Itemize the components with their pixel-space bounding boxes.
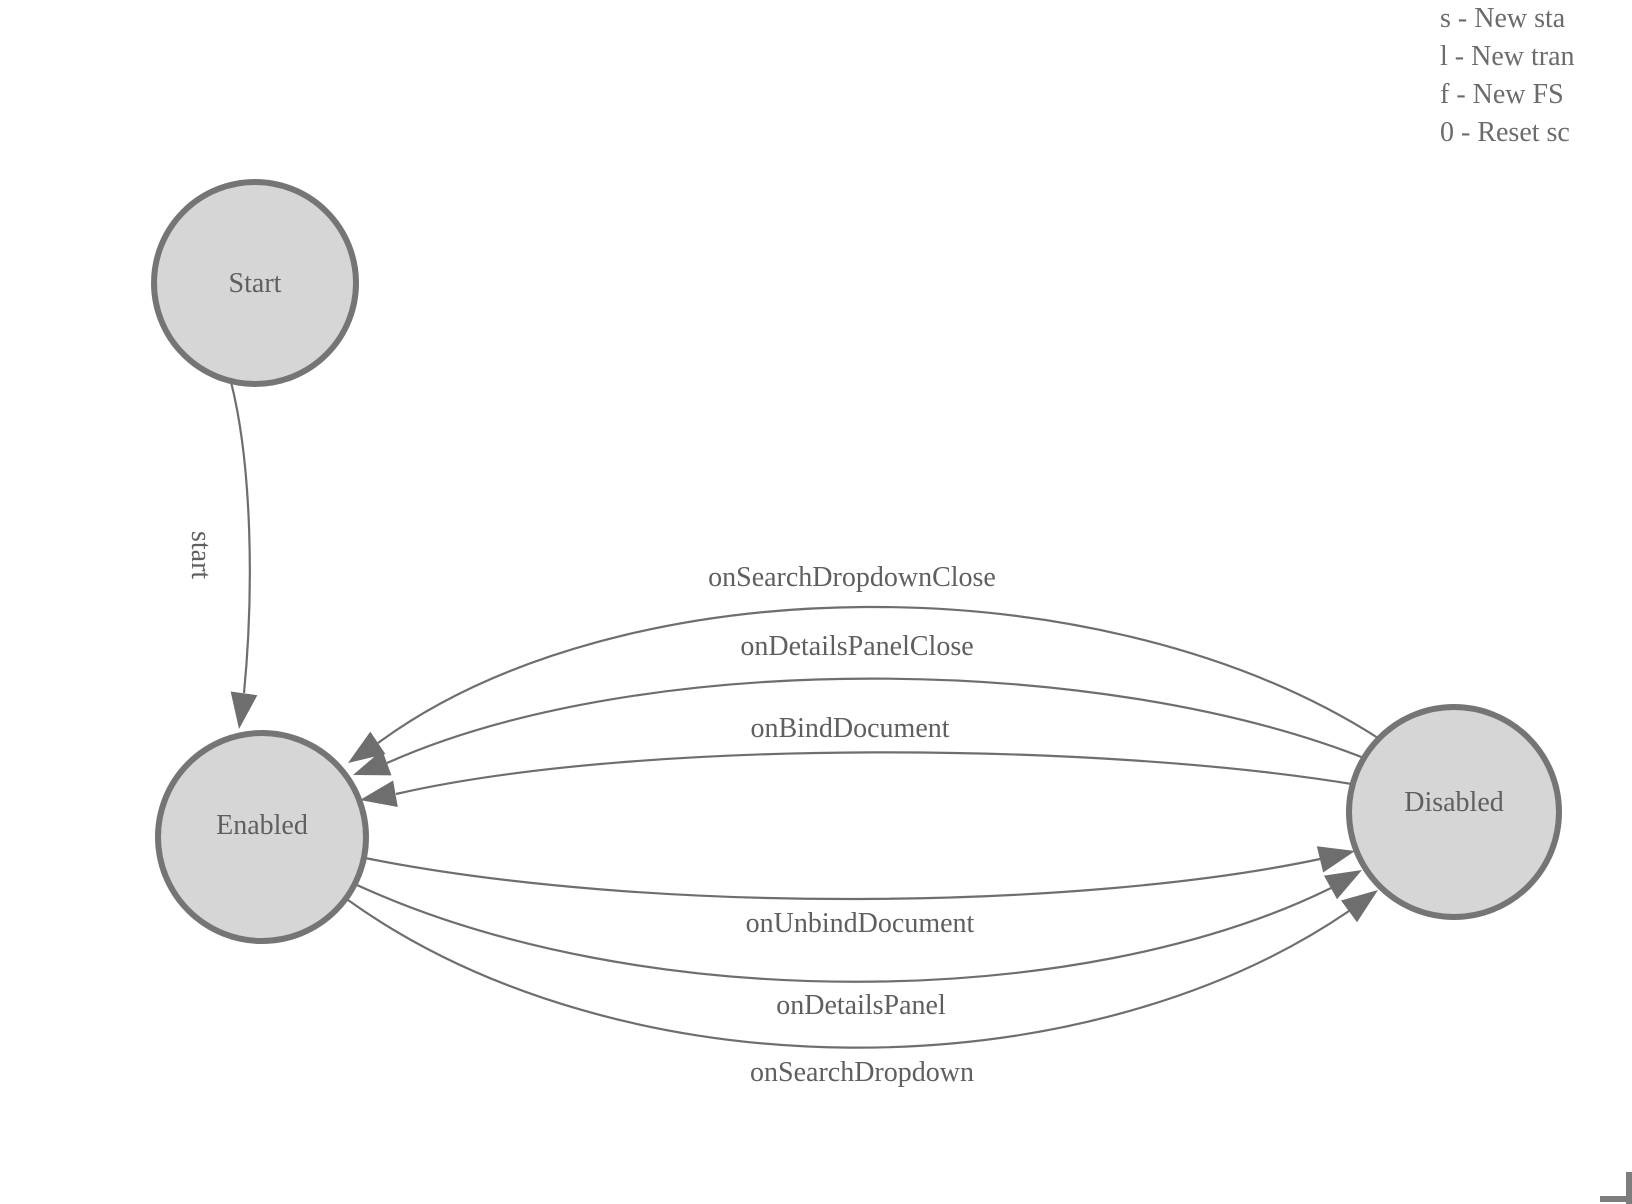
arrowhead-ondetailspanel (1323, 870, 1362, 900)
arrowhead-ondetailspanelclose (353, 750, 392, 776)
edge-label-onbinddocument[interactable]: onBindDocument (750, 713, 949, 744)
shortcut-help-line: l - New tran (1440, 41, 1575, 72)
state-label-start[interactable]: Start (229, 268, 282, 299)
edge-label-ondetailspanelclose[interactable]: onDetailsPanelClose (740, 631, 973, 662)
edge-label-ondetailspanel[interactable]: onDetailsPanel (776, 990, 946, 1021)
edge-label-onsearchdropdown[interactable]: onSearchDropdown (750, 1057, 974, 1088)
edge-label-onsearchdropdownclose[interactable]: onSearchDropdownClose (708, 562, 996, 593)
arrowhead-onsearchdropdownclose (348, 731, 386, 763)
state-node-enabled[interactable] (155, 730, 369, 944)
edge-onsearchdropdown[interactable] (347, 899, 1350, 1049)
arrowhead-onbinddocument (360, 780, 398, 808)
canvas-corner-mark (1600, 1196, 1632, 1202)
state-node-start[interactable] (151, 179, 359, 387)
edge-ondetailspanel[interactable] (356, 884, 1332, 983)
edge-label-onunbinddocument[interactable]: onUnbindDocument (746, 908, 975, 939)
state-label-disabled[interactable]: Disabled (1404, 787, 1504, 818)
edge-onbinddocument[interactable] (395, 751, 1359, 796)
shortcut-help-line: 0 - Reset sc (1440, 117, 1570, 148)
canvas-corner-mark (1626, 1172, 1632, 1204)
edge-onunbinddocument[interactable] (364, 856, 1321, 901)
edge-onsearchdropdownclose[interactable] (377, 605, 1379, 744)
shortcut-help-overlay: s - New sta l - New tran f - New FS 0 - … (1440, 0, 1632, 152)
state-label-enabled[interactable]: Enabled (216, 810, 308, 841)
arrowhead-onsearchdropdown (1341, 890, 1378, 923)
edge-label-start[interactable]: start (185, 531, 216, 579)
edge-ondetailspanelclose[interactable] (386, 677, 1370, 765)
arrowhead-start-to-enabled (230, 691, 258, 729)
shortcut-help-line: s - New sta (1440, 3, 1566, 34)
arrowhead-onunbinddocument (1316, 846, 1355, 873)
state-node-disabled[interactable] (1346, 704, 1562, 920)
edge-start-to-enabled[interactable] (229, 381, 251, 694)
shortcut-help-line: f - New FS (1440, 79, 1564, 110)
